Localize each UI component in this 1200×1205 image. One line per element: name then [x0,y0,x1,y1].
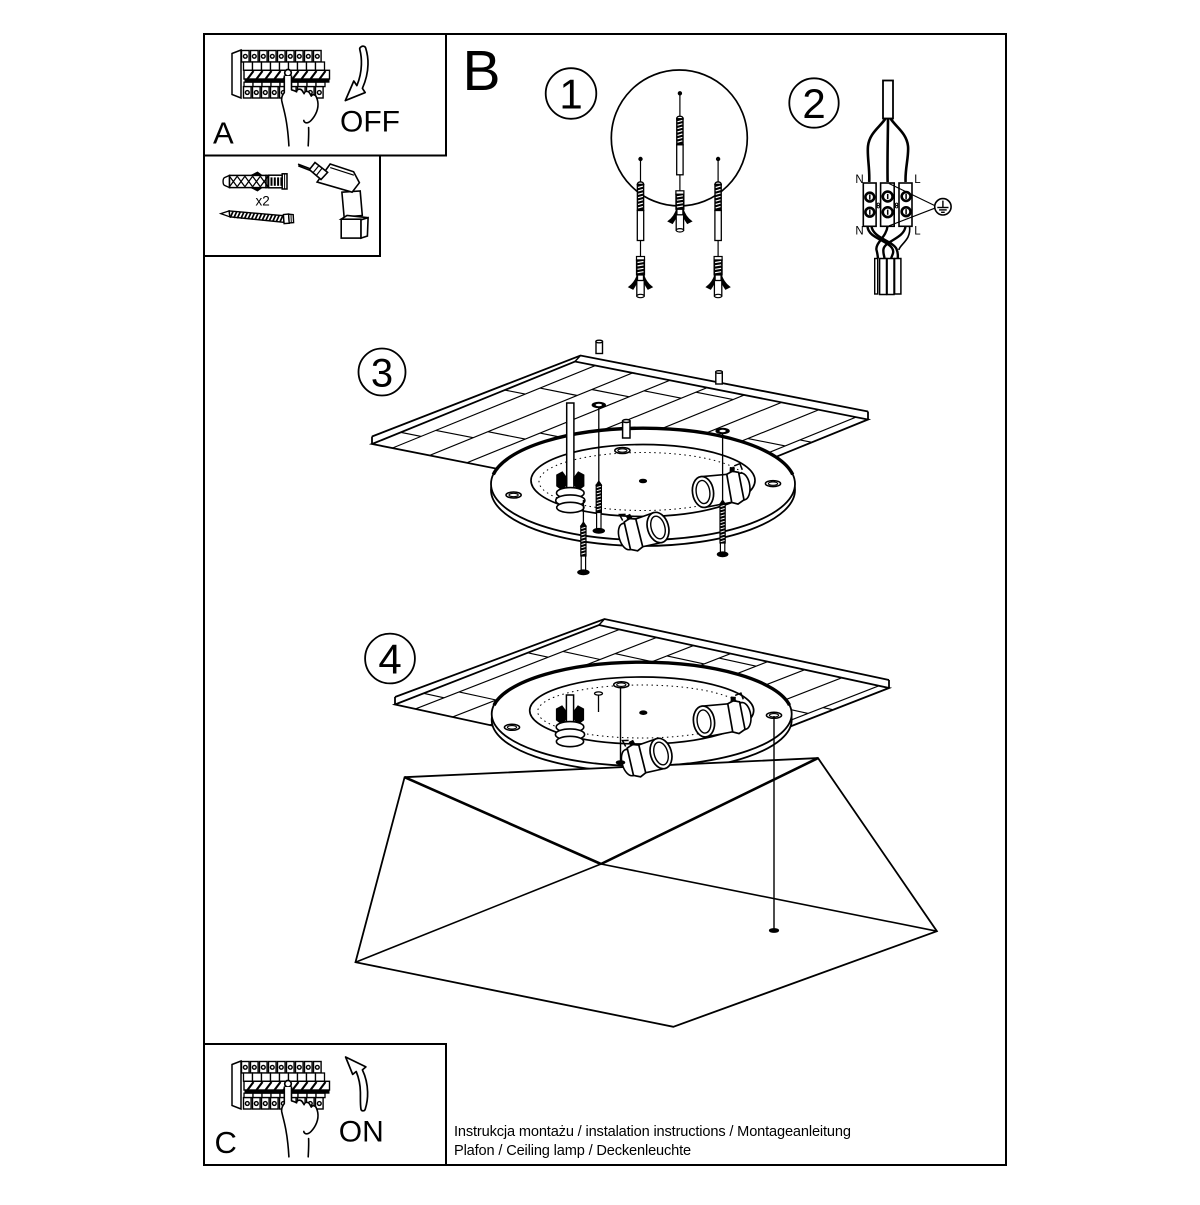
svg-text:L: L [914,174,921,186]
svg-text:3: 3 [371,352,393,396]
svg-text:OFF: OFF [340,105,400,138]
svg-text:ON: ON [339,1115,384,1148]
svg-text:L: L [914,226,921,238]
svg-text:N: N [855,174,863,186]
svg-text:1: 1 [559,71,582,118]
svg-text:B: B [463,39,501,103]
svg-text:4: 4 [378,636,401,683]
svg-text:Plafon / Ceiling lamp / Decken: Plafon / Ceiling lamp / Deckenleuchte [454,1143,691,1159]
svg-text:N: N [855,226,863,238]
svg-text:2: 2 [802,80,825,127]
svg-text:Instrukcja montażu / instalati: Instrukcja montażu / instalation instruc… [454,1124,851,1140]
svg-text:A: A [213,116,234,151]
svg-text:x2: x2 [256,194,270,209]
svg-text:C: C [215,1125,237,1160]
